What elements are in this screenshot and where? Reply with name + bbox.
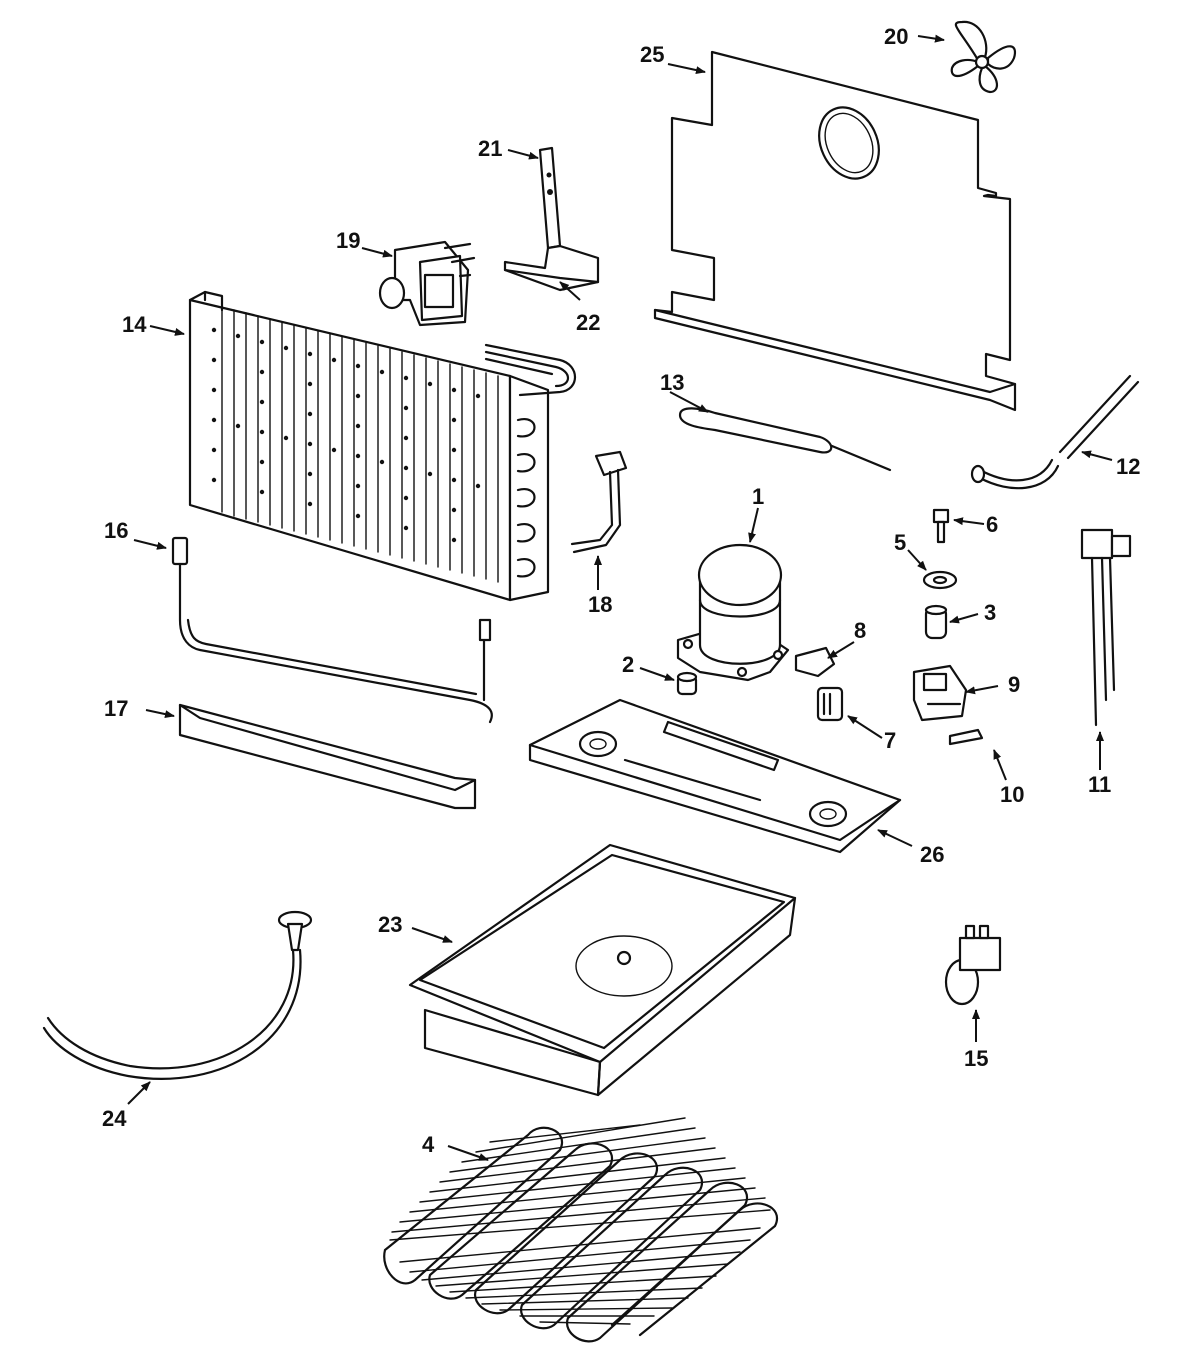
clip <box>948 728 984 746</box>
water-valve <box>944 924 1002 1006</box>
callout-1: 1 <box>752 484 764 509</box>
compressor <box>676 543 790 682</box>
callout-19: 19 <box>336 228 360 253</box>
condenser-coil <box>188 290 576 602</box>
callout-26: 26 <box>920 842 944 867</box>
callout-7: 7 <box>884 728 896 753</box>
defrost-heater <box>171 536 493 724</box>
callout-8: 8 <box>854 618 866 643</box>
callout-13: 13 <box>660 370 684 395</box>
callout-18: 18 <box>588 592 612 617</box>
heater-grid <box>383 1117 779 1343</box>
callout-14: 14 <box>122 312 147 337</box>
callout-24: 24 <box>102 1106 127 1131</box>
callout-21: 21 <box>478 136 502 161</box>
tubing <box>970 374 1140 490</box>
back-panel <box>653 50 1017 412</box>
callout-5: 5 <box>894 530 906 555</box>
base-pan <box>528 698 902 854</box>
drain-trough <box>178 703 477 810</box>
wire-harness <box>570 450 628 554</box>
relay-overload <box>794 646 844 722</box>
start-relay <box>912 664 968 722</box>
solenoid <box>378 240 476 327</box>
callout-15: 15 <box>964 1046 988 1071</box>
filter-drier <box>678 407 892 472</box>
callout-16: 16 <box>104 518 128 543</box>
callout-10: 10 <box>1000 782 1024 807</box>
callout-23: 23 <box>378 912 402 937</box>
callout-labels: 20 25 21 19 22 14 13 12 1 6 5 16 3 18 8 … <box>102 24 1140 1157</box>
callout-25: 25 <box>640 42 664 67</box>
callout-3: 3 <box>984 600 996 625</box>
callout-4: 4 <box>422 1132 435 1157</box>
callout-6: 6 <box>986 512 998 537</box>
drain-pan <box>408 843 797 1097</box>
bracket <box>503 146 600 292</box>
drain-hose <box>42 910 313 1080</box>
callout-17: 17 <box>104 696 128 721</box>
callout-22: 22 <box>576 310 600 335</box>
mounting-hardware <box>922 508 958 640</box>
callout-20: 20 <box>884 24 908 49</box>
callout-2: 2 <box>622 652 634 677</box>
callout-11: 11 <box>1088 772 1111 797</box>
callout-9: 9 <box>1008 672 1020 697</box>
grommet <box>676 671 698 696</box>
callout-arrows <box>127 34 1113 1161</box>
fan-blade <box>950 20 1017 94</box>
power-cable <box>1080 528 1132 727</box>
callout-12: 12 <box>1116 454 1140 479</box>
